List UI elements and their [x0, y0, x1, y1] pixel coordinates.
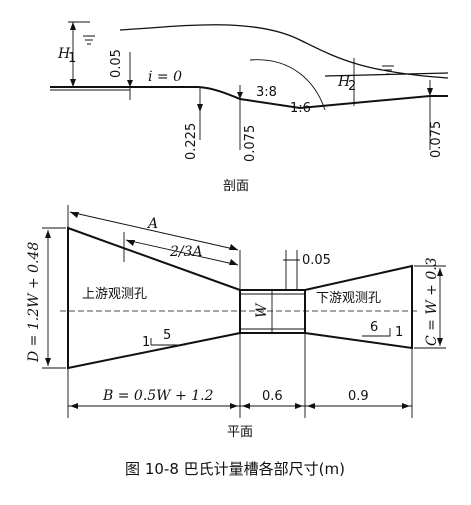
c-arrow-top [437, 268, 443, 276]
b-label: B = 0.5W + 1.2 [102, 388, 214, 404]
downstream-outline [304, 264, 413, 350]
b-arrow-right [230, 403, 238, 409]
plan-view: A 2/3A 0.05 上游观测孔 下游观测孔 W 1 5 6 1 D = 1.… [26, 205, 446, 440]
water-level-mark-up [83, 35, 95, 45]
d0075b-arrow [427, 88, 433, 96]
slope-1-6-label: 1:6 [290, 101, 311, 116]
two-third-a-label: 2/3A [169, 244, 203, 260]
d-arrow-top [45, 230, 51, 238]
d0075a-arrow [237, 92, 243, 99]
d-arrow-bottom [45, 358, 51, 366]
c-dimension-line [414, 265, 446, 349]
a-dimension-line [67, 205, 241, 290]
slope-6-1-marker [362, 328, 391, 337]
w-label: W [254, 302, 270, 318]
d0075b-label: 0.075 [429, 121, 444, 158]
w09-arrow-right [402, 403, 410, 409]
figure-caption: 图 10-8 巴氏计量槽各部尺寸(m) [125, 460, 345, 478]
d-label: D = 1.2W + 0.48 [26, 242, 42, 363]
plan-title: 平面 [227, 425, 253, 440]
d0225-arrow [197, 104, 203, 112]
downstream-water-surface [324, 72, 449, 77]
two-third-a-arrow-left [126, 240, 135, 246]
w09-arrow-left [307, 403, 315, 409]
water-level-mark-down [382, 65, 394, 75]
w06-label: 0.6 [262, 389, 283, 404]
h1-label: H [57, 46, 71, 62]
h1-arrow-bottom [70, 79, 76, 87]
downstream-hole-label: 下游观测孔 [316, 291, 381, 306]
slope-3-8-label: 3:8 [256, 85, 277, 100]
a-arrow-left [70, 212, 79, 218]
two-third-a-line [123, 232, 239, 266]
a-arrow-right [229, 244, 238, 250]
h2-subscript: 2 [348, 79, 356, 94]
bottom-dim-extensions [67, 333, 413, 418]
w09-label: 0.9 [348, 389, 369, 404]
section-view: H 1 0.05 i = 0 0.225 0.075 3:8 1:6 H 2 0… [50, 21, 449, 194]
slope-1-label: 1 [142, 335, 150, 350]
two-third-a-arrow-right [229, 259, 238, 265]
d005-plan-label: 0.05 [302, 253, 331, 268]
c-arrow-bottom [437, 338, 443, 346]
d005-plan-line [283, 250, 300, 290]
c-label: C = W + 0.3 [424, 257, 440, 346]
slope-6-label: 6 [370, 320, 378, 335]
d-dimension-line [42, 227, 66, 369]
a-label: A [146, 216, 158, 232]
b-arrow-left [70, 403, 78, 409]
slope-1b-label: 1 [395, 325, 403, 340]
section-title: 剖面 [223, 179, 249, 194]
h2-label: H [337, 74, 351, 90]
upstream-water-surface [119, 24, 449, 79]
throat-box [239, 289, 306, 334]
slope-1-5-marker [150, 338, 185, 346]
d005-section-arrow [127, 80, 133, 87]
h1-arrow-top [70, 22, 76, 30]
slope-zero-label: i = 0 [148, 69, 182, 85]
w06-arrow-left [242, 403, 250, 409]
w06-arrow-right [295, 403, 303, 409]
h1-dimension-line [68, 21, 90, 87]
h1-subscript: 1 [68, 51, 76, 66]
upstream-hole-label: 上游观测孔 [82, 287, 147, 302]
d005-section-label: 0.05 [109, 49, 124, 78]
d0225-label: 0.225 [184, 123, 199, 160]
d0075a-label: 0.075 [243, 125, 258, 162]
nappe-curve [249, 59, 326, 111]
slope-5-label: 5 [163, 328, 171, 343]
